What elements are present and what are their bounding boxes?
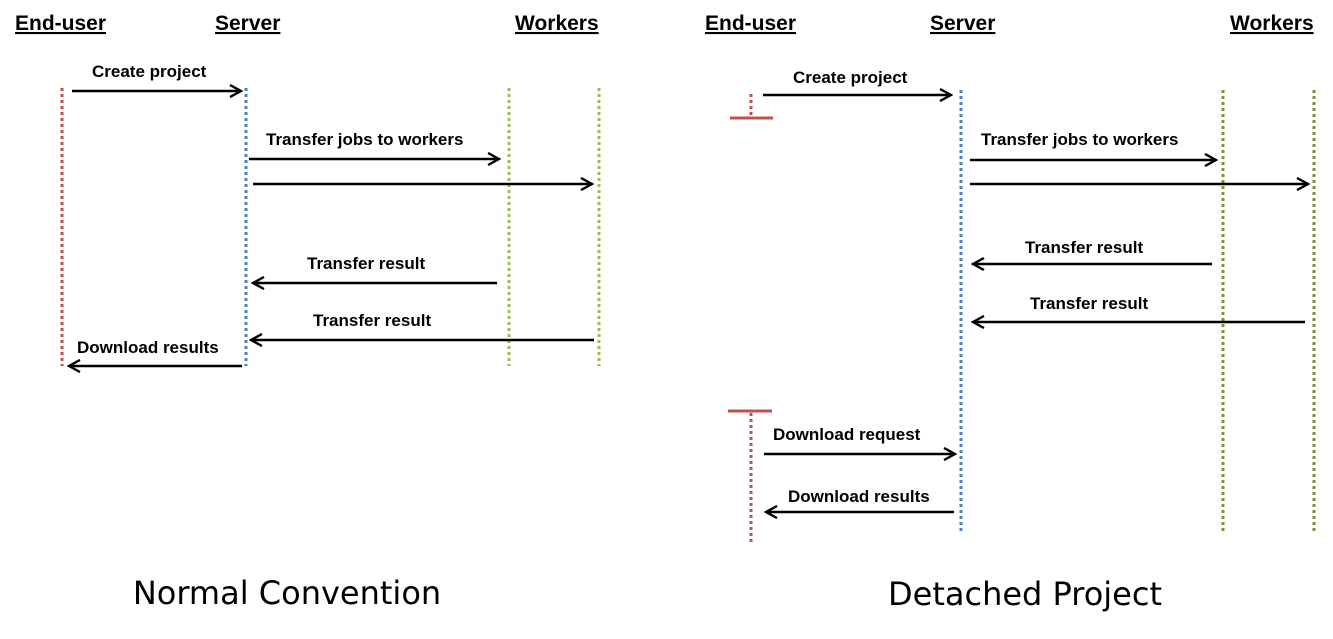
detached-download-request-label: Download request	[773, 425, 921, 444]
detached-transfer-result-2-label: Transfer result	[1030, 294, 1148, 313]
normal-convention-diagram: End-user Server Workers Create project T…	[15, 12, 601, 612]
normal-header-workers: Workers	[515, 12, 599, 35]
normal-caption: Normal Convention	[133, 574, 441, 612]
detached-header-workers: Workers	[1230, 12, 1314, 35]
detached-download-results-label: Download results	[788, 487, 930, 506]
detached-transfer-result-1-label: Transfer result	[1025, 238, 1143, 257]
detached-transfer-jobs-label: Transfer jobs to workers	[981, 130, 1178, 149]
detached-header-end-user: End-user	[705, 12, 796, 35]
detached-header-server: Server	[930, 12, 995, 35]
normal-header-server: Server	[215, 12, 280, 35]
detached-caption: Detached Project	[888, 575, 1162, 613]
normal-header-end-user: End-user	[15, 12, 106, 35]
normal-transfer-result-1-label: Transfer result	[307, 254, 425, 273]
detached-create-project-label: Create project	[793, 68, 908, 87]
normal-create-project-label: Create project	[92, 62, 207, 81]
normal-transfer-result-2-label: Transfer result	[313, 311, 431, 330]
normal-download-results-label: Download results	[77, 338, 219, 357]
normal-transfer-jobs-label: Transfer jobs to workers	[266, 130, 463, 149]
detached-project-diagram: End-user Server Workers Create project T…	[705, 12, 1316, 613]
